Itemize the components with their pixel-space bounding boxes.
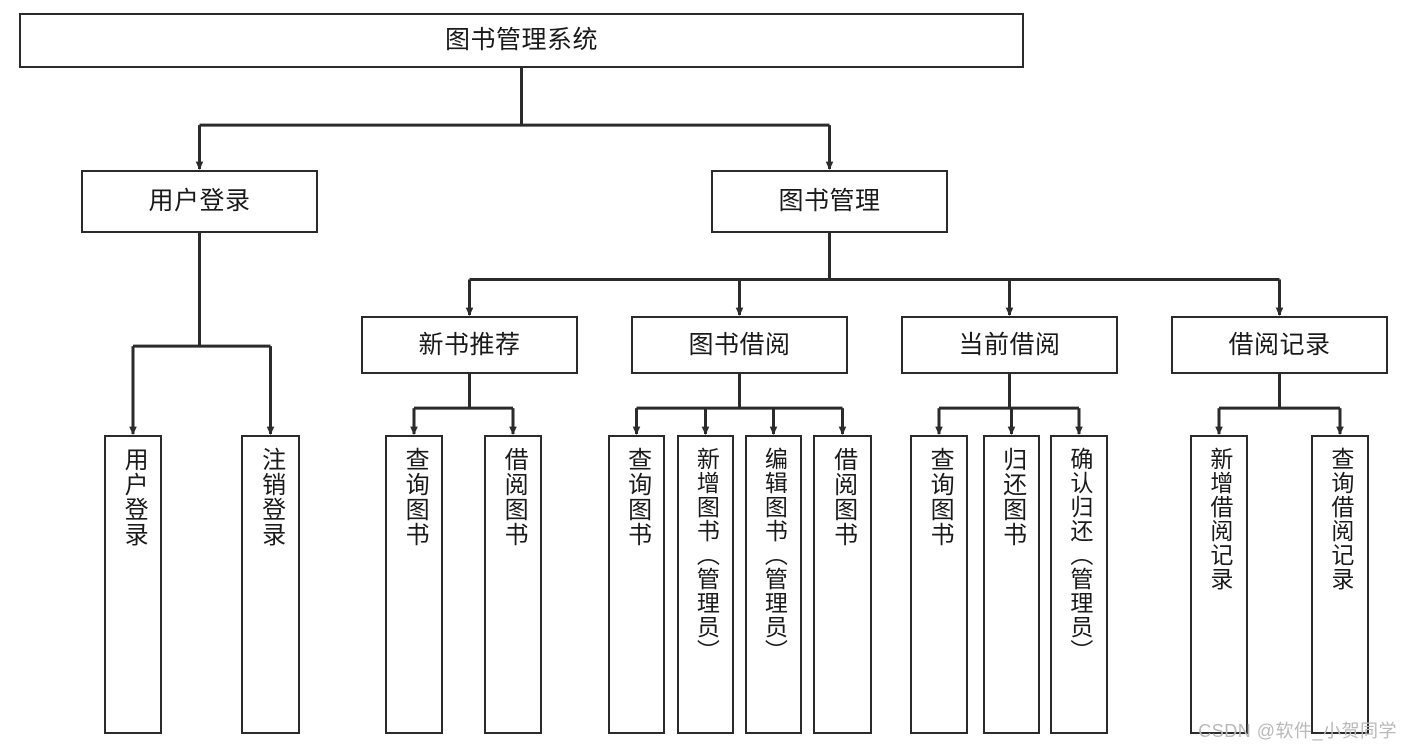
node-borrow-record-label: 借阅记录 [1228, 330, 1331, 359]
node-leaf-add-record-label: 新增借阅记录 [1206, 447, 1233, 591]
node-book-manage[interactable]: 图书管理 [711, 170, 948, 233]
node-leaf-query-book-1[interactable]: 查询图书 [385, 435, 443, 734]
node-leaf-query-book-3[interactable]: 查询图书 [910, 435, 968, 734]
node-new-book-recommend-label: 新书推荐 [418, 330, 521, 359]
node-user-login-label: 用户登录 [148, 187, 251, 216]
node-leaf-borrow-book-1-label: 借阅图书 [500, 447, 528, 547]
node-leaf-query-record[interactable]: 查询借阅记录 [1311, 435, 1369, 734]
node-book-borrow-label: 图书借阅 [688, 330, 791, 359]
node-new-book-recommend[interactable]: 新书推荐 [361, 316, 578, 374]
node-root[interactable]: 图书管理系统 [19, 13, 1024, 68]
node-current-borrow[interactable]: 当前借阅 [901, 316, 1118, 374]
node-leaf-edit-book[interactable]: 编辑图书（管理员） [745, 435, 802, 734]
node-book-manage-label: 图书管理 [778, 187, 881, 216]
node-leaf-query-record-label: 查询借阅记录 [1327, 447, 1354, 591]
node-leaf-query-book-2[interactable]: 查询图书 [608, 435, 665, 734]
node-leaf-borrow-book-1[interactable]: 借阅图书 [484, 435, 542, 734]
node-user-login[interactable]: 用户登录 [81, 170, 318, 233]
node-root-label: 图书管理系统 [444, 26, 598, 55]
node-leaf-confirm-return-label: 确认归还（管理员） [1066, 447, 1093, 663]
node-leaf-user-login[interactable]: 用户登录 [104, 435, 162, 734]
node-leaf-user-logout-label: 注销登录 [257, 447, 285, 547]
node-leaf-query-book-2-label: 查询图书 [623, 447, 651, 547]
node-leaf-return-book-label: 归还图书 [998, 447, 1026, 547]
node-leaf-borrow-book-2[interactable]: 借阅图书 [813, 435, 872, 734]
node-leaf-return-book[interactable]: 归还图书 [983, 435, 1040, 734]
node-leaf-add-book-label: 新增图书（管理员） [693, 447, 720, 663]
node-leaf-query-book-1-label: 查询图书 [401, 447, 429, 547]
watermark: CSDN @软件_小贺同学 [1198, 721, 1397, 741]
node-leaf-add-record[interactable]: 新增借阅记录 [1190, 435, 1248, 734]
node-book-borrow[interactable]: 图书借阅 [631, 316, 848, 374]
node-leaf-confirm-return[interactable]: 确认归还（管理员） [1050, 435, 1108, 734]
node-borrow-record[interactable]: 借阅记录 [1171, 316, 1388, 374]
node-leaf-add-book[interactable]: 新增图书（管理员） [677, 435, 734, 734]
node-leaf-edit-book-label: 编辑图书（管理员） [761, 447, 788, 663]
node-leaf-user-logout[interactable]: 注销登录 [241, 435, 300, 734]
node-leaf-query-book-3-label: 查询图书 [926, 447, 954, 547]
node-leaf-borrow-book-2-label: 借阅图书 [829, 447, 857, 547]
node-current-borrow-label: 当前借阅 [958, 330, 1061, 359]
node-leaf-user-login-label: 用户登录 [120, 447, 148, 547]
